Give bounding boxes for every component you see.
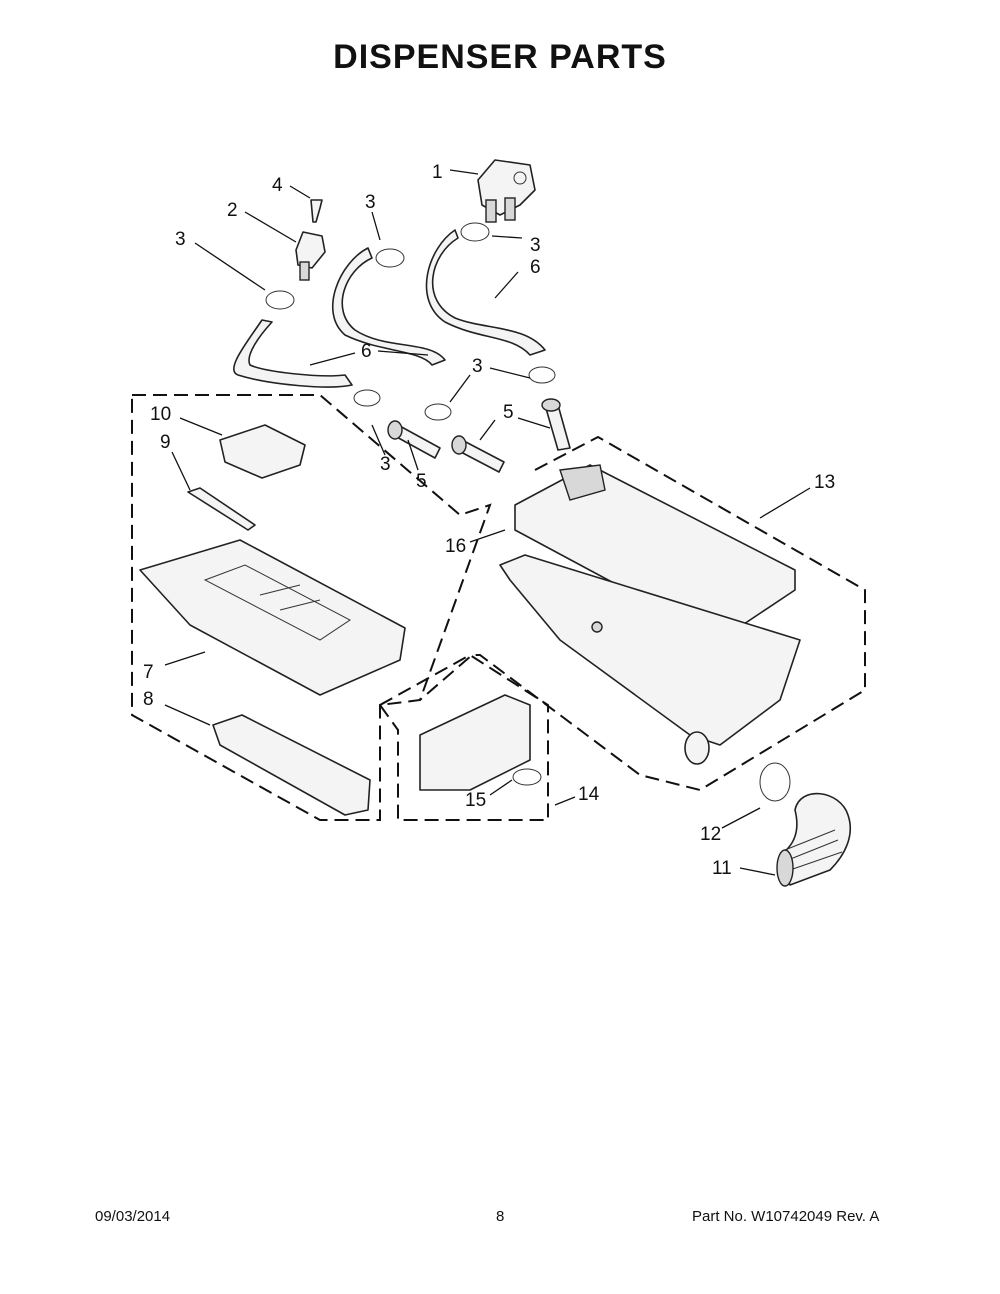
clamp-a (265, 290, 295, 310)
leader-10 (179, 417, 223, 436)
callout-5-b: 5 (416, 471, 427, 492)
leader-5b (479, 419, 496, 441)
lever-part (187, 487, 256, 531)
leader-15 (489, 779, 513, 796)
leader-12 (721, 807, 761, 829)
footer-page-number: 8 (496, 1208, 505, 1225)
bellows-hose-part (776, 792, 852, 887)
tube-a (387, 420, 441, 459)
footer-part-number: Part No. W10742049 Rev. A (692, 1208, 880, 1225)
single-valve-part (295, 231, 326, 281)
callout-4: 4 (272, 175, 283, 196)
leader-3a (194, 242, 266, 291)
leader-6c (377, 350, 429, 356)
footer-date: 09/03/2014 (95, 1208, 171, 1225)
clamp-c (460, 222, 490, 242)
callout-6-b: 6 (361, 341, 372, 362)
callout-9: 9 (160, 432, 171, 453)
leader-5c (407, 439, 419, 471)
leader-3c (491, 235, 523, 239)
callout-16: 16 (445, 536, 466, 557)
page-title: DISPENSER PARTS (333, 38, 667, 76)
callout-7: 7 (143, 662, 154, 683)
dashed-group-drawer (131, 394, 492, 821)
clamp-b (375, 248, 405, 268)
dispenser-housing-part (499, 464, 801, 746)
leader-4 (289, 185, 311, 199)
leader-9 (171, 451, 191, 491)
leader-6a (494, 271, 519, 299)
callout-8: 8 (143, 689, 154, 710)
leader-6b (309, 352, 356, 366)
callout-3-b: 3 (365, 192, 376, 213)
callout-10: 10 (150, 404, 171, 425)
hose-right (425, 229, 546, 356)
callout-3-d: 3 (472, 356, 483, 377)
callout-3-c: 3 (530, 235, 541, 256)
callout-1: 1 (432, 162, 443, 183)
callout-3-e: 3 (380, 454, 391, 475)
cover-part (419, 694, 542, 791)
clamp-e (353, 389, 381, 407)
leader-3f (371, 424, 386, 456)
tube-c (541, 398, 571, 451)
dashed-group-housing (419, 435, 866, 792)
leader-11 (739, 867, 776, 876)
inlet-valve-part (477, 159, 536, 223)
clamp-d (528, 366, 556, 384)
callout-11: 11 (712, 858, 732, 879)
clamp-f (424, 403, 452, 421)
leader-1 (449, 169, 479, 175)
leader-2 (244, 211, 297, 243)
outlet-clamp-part (759, 762, 791, 802)
dispenser-drawer-part (139, 539, 406, 696)
leader-13 (759, 487, 811, 519)
drawer-tray-part (212, 714, 371, 816)
hose-middle (331, 247, 446, 366)
leader-16 (469, 529, 506, 543)
callout-15: 15 (465, 790, 486, 811)
callout-3-a: 3 (175, 229, 186, 250)
dashed-group-cover (378, 653, 549, 821)
callout-12: 12 (700, 824, 721, 845)
leader-3d (489, 367, 531, 379)
leader-5a (517, 417, 551, 429)
screw-part (310, 199, 323, 223)
callout-13: 13 (814, 472, 835, 493)
siphon-cap-part (219, 424, 306, 479)
outlet-housing-port (684, 731, 710, 765)
leader-8 (164, 704, 211, 726)
leader-3e (449, 374, 471, 403)
leader-7 (164, 651, 206, 666)
leader-14 (554, 796, 576, 806)
callout-14: 14 (578, 784, 600, 805)
hose-left (233, 319, 353, 388)
tube-b (451, 435, 505, 473)
callout-2: 2 (227, 200, 238, 221)
callout-6-a: 6 (530, 257, 541, 278)
leader-3b (371, 211, 381, 241)
callout-5-a: 5 (503, 402, 514, 423)
